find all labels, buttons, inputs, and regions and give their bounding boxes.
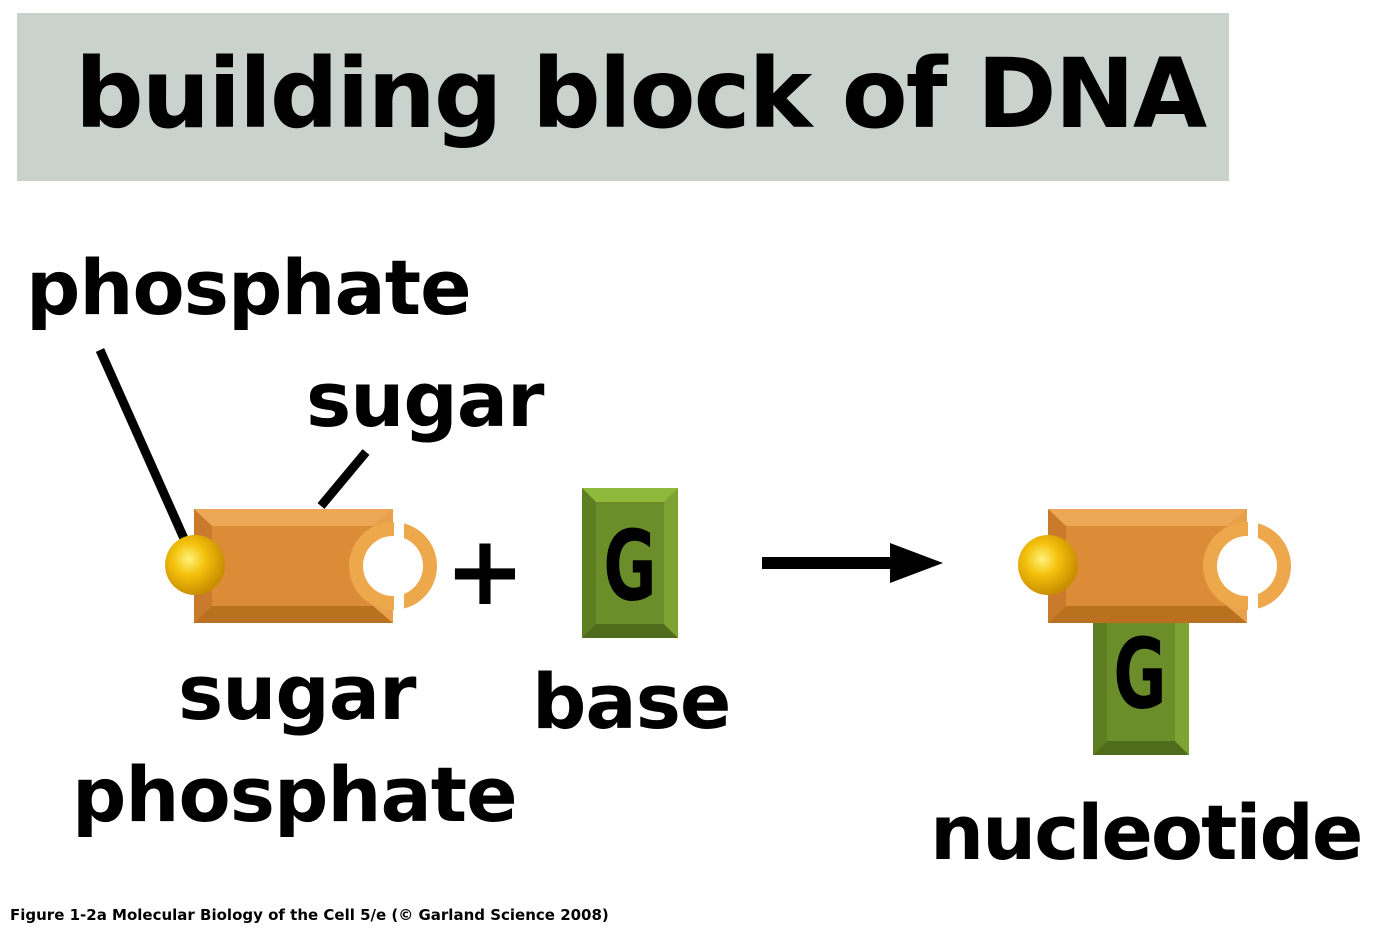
title-band: building block of DNA — [17, 13, 1229, 181]
page-title: building block of DNA — [75, 38, 1207, 150]
sugar-label: sugar — [306, 355, 545, 444]
reaction-arrow — [762, 543, 943, 583]
base-letter: G — [603, 510, 656, 623]
sugar-block-left — [194, 505, 437, 627]
base-block — [582, 488, 678, 638]
nucleotide-label: nucleotide — [930, 788, 1363, 877]
base-letter-right: G — [1113, 618, 1166, 731]
sugar-phosphate-label-line2: phosphate — [72, 750, 518, 839]
figure-caption: Figure 1-2a Molecular Biology of the Cel… — [10, 906, 609, 924]
phosphate-label: phosphate — [26, 243, 472, 332]
sugar-phosphate-label-line1: sugar — [178, 648, 417, 737]
plus-sign: + — [445, 515, 525, 627]
sugar-pointer-line — [317, 449, 370, 509]
sugar-block-right — [1048, 505, 1291, 627]
base-label: base — [532, 657, 731, 746]
phosphate-ball-right — [1018, 535, 1078, 595]
phosphate-pointer-line — [95, 348, 191, 545]
phosphate-ball-left — [165, 535, 225, 595]
